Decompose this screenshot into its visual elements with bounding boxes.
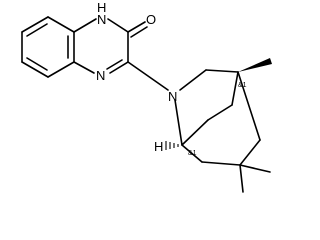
bond	[207, 104, 233, 121]
bond	[239, 139, 261, 166]
atom-o-carbonyl: O	[146, 12, 156, 27]
bond	[201, 161, 241, 166]
benzene-ring	[21, 16, 75, 78]
bond	[181, 119, 209, 146]
bond	[109, 61, 129, 74]
atom-h-bridgehead: H	[154, 139, 163, 154]
atom-n-nh: N	[97, 12, 106, 27]
atom-h-label: H	[97, 0, 106, 15]
methyl-bond	[239, 164, 244, 193]
double-bond-inner	[26, 57, 48, 71]
atom-n-amine: N	[168, 89, 177, 104]
bond	[205, 69, 239, 73]
methyl-bond	[239, 164, 271, 173]
atom-n-imine: N	[96, 68, 105, 83]
azabicyclo-ring	[174, 69, 271, 193]
bond	[231, 71, 239, 106]
wedge-bond-methyl	[238, 58, 272, 72]
bond	[73, 18, 97, 33]
stereo-label-upper: &1	[238, 82, 247, 89]
bond	[47, 16, 75, 33]
bond	[237, 71, 261, 141]
bond	[174, 99, 183, 146]
double-bond-inner	[106, 59, 123, 70]
hashed-bond-h	[165, 141, 179, 150]
pyrazinone-ring	[73, 18, 148, 74]
bond	[127, 61, 169, 91]
carbonyl-bond	[127, 21, 146, 33]
stereo-label-lower: &1	[188, 150, 197, 157]
bond	[107, 18, 129, 33]
bond	[73, 61, 95, 74]
molecule-structure: H N O N N H &1 &1	[21, 0, 272, 193]
bond	[179, 69, 207, 91]
bond	[21, 16, 49, 33]
bond	[181, 144, 203, 163]
double-bond-inner	[26, 23, 48, 37]
bond	[47, 61, 75, 78]
carbonyl-bond	[130, 26, 148, 38]
bond	[21, 61, 49, 78]
